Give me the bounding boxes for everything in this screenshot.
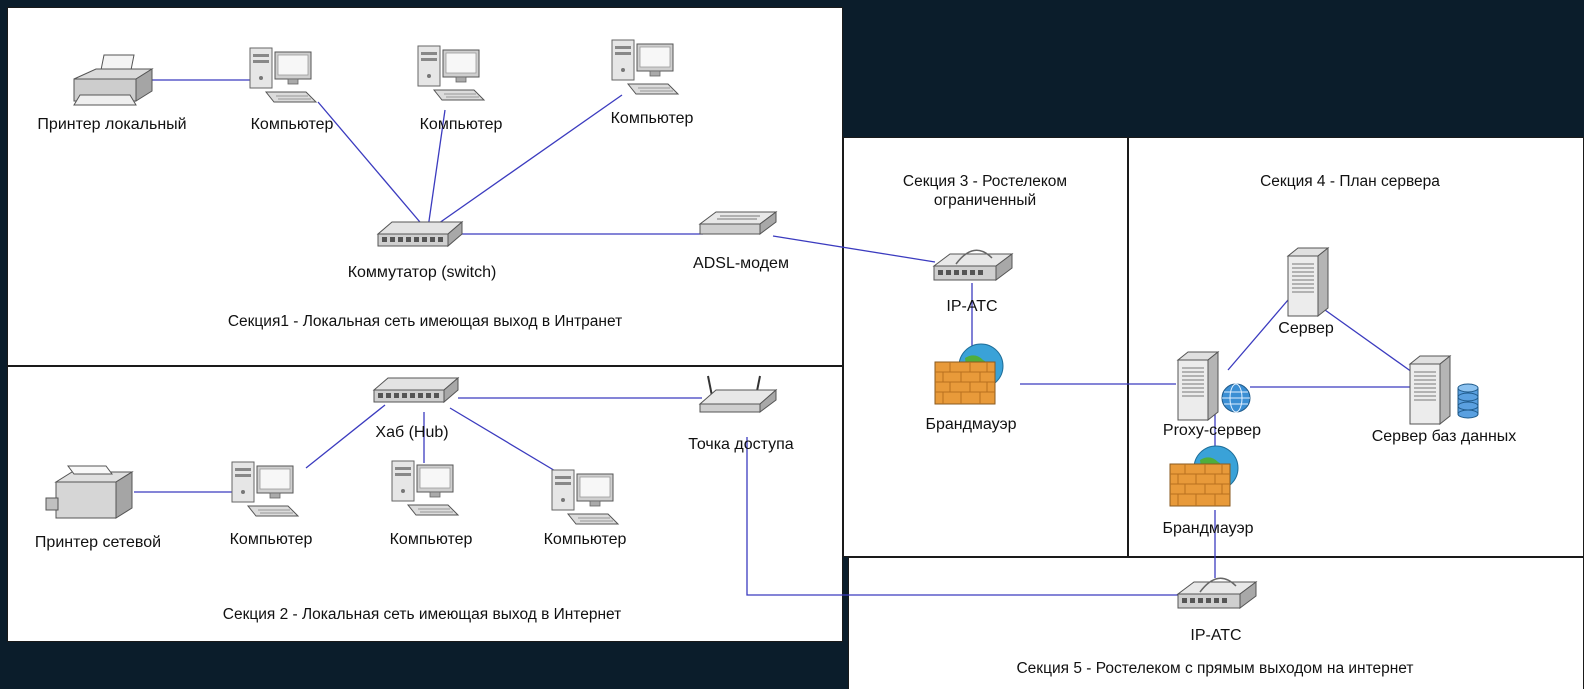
printer-network-icon	[45, 465, 133, 519]
link-hub-pc6	[449, 407, 563, 476]
link-ap-ipatc2	[746, 437, 1178, 596]
printer-local-icon	[73, 54, 153, 106]
firewall-label: Брандмауэр	[1162, 520, 1254, 537]
computer-label: Компьютер	[250, 116, 334, 133]
adsl-modem-icon	[699, 211, 777, 235]
proxy-server-label: Proxy-сервер	[1162, 422, 1262, 439]
server-icon	[1287, 247, 1329, 317]
section-4-caption: Секция 4 - План сервера	[1260, 173, 1440, 190]
switch-icon	[377, 221, 463, 247]
link-pc1-switch	[317, 101, 426, 229]
section-2-caption: Секция 2 - Локальная сеть имеющая выход …	[222, 606, 622, 623]
computer-label: Компьютер	[389, 531, 473, 548]
firewall-icon	[934, 343, 1004, 405]
section-3-caption-line1: Секция 3 - Ростелеком	[902, 173, 1068, 190]
server-label: Сервер	[1278, 320, 1334, 337]
globe-icon	[1221, 383, 1251, 413]
computer-label: Компьютер	[610, 110, 694, 127]
section-3-caption-line2: ограниченный	[933, 192, 1037, 209]
proxy-server-icon	[1177, 351, 1219, 421]
computer-icon	[249, 47, 317, 103]
computer-icon	[417, 45, 485, 101]
computer-label: Компьютер	[229, 531, 313, 548]
link-pc2-switch	[427, 109, 446, 229]
ip-pbx-label: IP-АТС	[946, 298, 998, 315]
link-proxy-server	[1227, 299, 1289, 371]
ip-pbx-label: IP-АТС	[1190, 627, 1242, 644]
link-hub-pc4	[305, 404, 386, 469]
computer-label: Компьютер	[419, 116, 503, 133]
computer-icon	[391, 460, 459, 516]
adsl-modem-label: ADSL-модем	[693, 255, 789, 272]
computer-icon	[611, 39, 679, 95]
computer-icon	[551, 469, 619, 525]
link-server-dbserver	[1324, 309, 1413, 373]
switch-label: Коммутатор (switch)	[347, 264, 497, 281]
firewall-icon	[1169, 445, 1239, 507]
computer-label: Компьютер	[543, 531, 627, 548]
access-point-label: Точка доступа	[688, 436, 794, 453]
link-modem-ipatc	[772, 235, 936, 263]
db-server-icon	[1409, 355, 1451, 425]
section-5-caption: Секция 5 - Ростелеком с прямым выходом н…	[1016, 660, 1414, 677]
ip-pbx-icon	[1177, 577, 1257, 609]
section-1-caption: Секция1 - Локальная сеть имеющая выход в…	[227, 313, 623, 330]
firewall-label: Брандмауэр	[925, 416, 1017, 433]
computer-icon	[231, 461, 299, 517]
links	[134, 79, 1413, 596]
hub-label: Хаб (Hub)	[375, 424, 449, 441]
hub-icon	[373, 377, 459, 403]
db-server-label: Сервер баз данных	[1371, 428, 1517, 445]
printer-network-label: Принтер сетевой	[34, 534, 162, 551]
link-pc3-switch	[431, 94, 623, 229]
database-icon	[1457, 383, 1479, 419]
printer-local-label: Принтер локальный	[37, 116, 187, 133]
ip-pbx-icon	[933, 249, 1013, 281]
access-point-icon	[699, 375, 777, 413]
